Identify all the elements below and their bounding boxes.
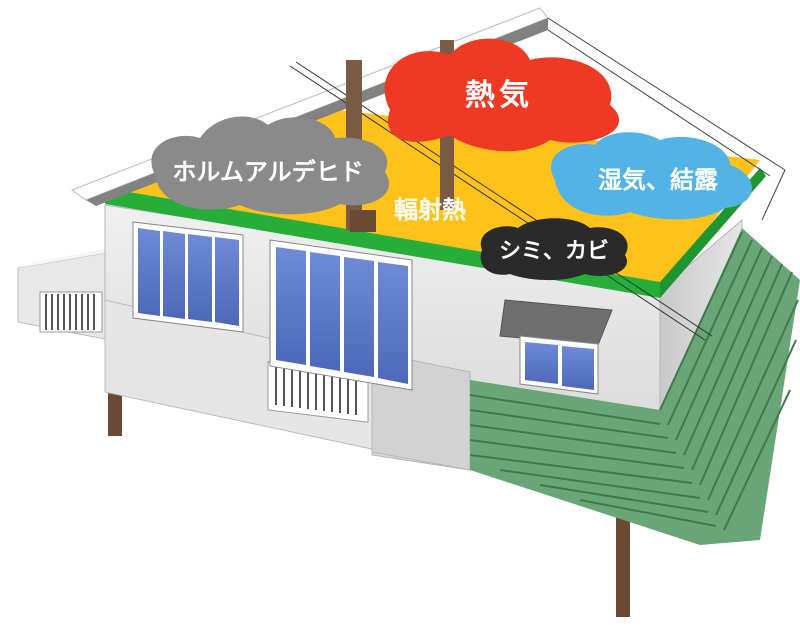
balcony-railing xyxy=(275,366,357,415)
label-radiant-heat: 輻射熱 xyxy=(394,196,466,224)
heat-cloud xyxy=(384,38,620,152)
green-roof xyxy=(469,228,800,545)
formaldehyde-cloud xyxy=(151,116,389,215)
window-center xyxy=(269,239,413,391)
label-humidity: 湿気、結露 xyxy=(598,166,719,194)
humidity-cloud xyxy=(550,132,752,220)
window-left xyxy=(132,221,244,333)
left-balcony xyxy=(17,248,111,341)
label-heat: 熱気 xyxy=(465,78,533,113)
label-mold: シミ、カビ xyxy=(499,239,609,264)
window-small xyxy=(499,299,613,395)
label-formaldehyde: ホルムアルデヒド xyxy=(172,158,363,186)
mold-cloud xyxy=(480,218,628,281)
